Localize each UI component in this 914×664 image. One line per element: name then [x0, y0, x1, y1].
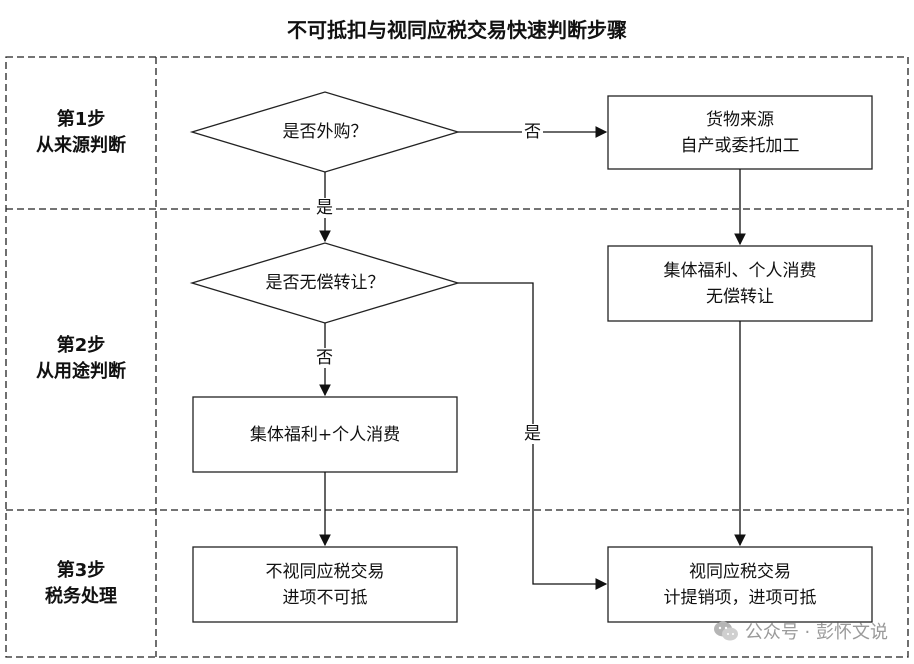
swimlane-frame: [5, 56, 909, 658]
result-right-line-2: 计提销项，进项可抵: [663, 587, 817, 608]
welfare-left-box: 集体福利+个人消费: [193, 397, 457, 472]
edge-label-yes-1: 是: [314, 198, 335, 218]
step-2-name: 从用途判断: [36, 361, 126, 382]
source-box: 货物来源 自产或委托加工: [608, 96, 872, 169]
step-1-number: 第1步: [56, 109, 106, 130]
watermark-text: 公众号 · 彭怀文说: [744, 622, 888, 643]
outer-frame: [5, 56, 909, 658]
source-box-line-2: 自产或委托加工: [680, 135, 800, 156]
step-2-label: 第2步 从用途判断: [6, 333, 156, 385]
welfare-left-line-1: 集体福利+个人消费: [249, 424, 401, 445]
wechat-icon: [713, 621, 738, 641]
result-right-line-1: 视同应税交易: [689, 561, 791, 582]
step-1-label: 第1步 从来源判断: [6, 107, 156, 159]
welfare-right-line-1: 集体福利、个人消费: [663, 260, 817, 281]
welfare-right-box: 集体福利、个人消费 无偿转让: [608, 246, 872, 321]
edge-label-no-2: 否: [314, 348, 335, 368]
step-2-number: 第2步: [56, 335, 106, 356]
step-3-label: 第3步 税务处理: [6, 558, 156, 610]
edge-label-yes-2: 是: [522, 424, 543, 444]
source-box-shape: [607, 95, 873, 170]
welfare-right-box-shape: [607, 245, 873, 322]
result-left-line-2: 进项不可抵: [282, 587, 368, 608]
result-left-line-1: 不视同应税交易: [265, 561, 385, 582]
decision-free-transfer-text: 是否无偿转让？: [265, 273, 385, 293]
decision-purchase-text: 是否外购？: [282, 122, 368, 142]
decision-purchase: 是否外购？: [192, 92, 458, 172]
source-box-line-1: 货物来源: [706, 109, 774, 130]
edge-label-no-1: 否: [522, 122, 543, 142]
result-right-box-shape: [607, 546, 873, 623]
welfare-right-line-2: 无偿转让: [706, 286, 774, 307]
watermark: 公众号 · 彭怀文说: [713, 618, 888, 644]
result-right-box: 视同应税交易 计提销项，进项可抵: [608, 547, 872, 622]
result-left-box: 不视同应税交易 进项不可抵: [193, 547, 457, 622]
decision-free-transfer: 是否无偿转让？: [192, 243, 458, 323]
result-left-box-shape: [192, 546, 458, 623]
step-3-number: 第3步: [56, 560, 106, 581]
step-3-name: 税务处理: [45, 586, 117, 607]
step-1-name: 从来源判断: [36, 135, 126, 156]
page-title: 不可抵扣与视同应税交易快速判断步骤: [287, 18, 627, 42]
